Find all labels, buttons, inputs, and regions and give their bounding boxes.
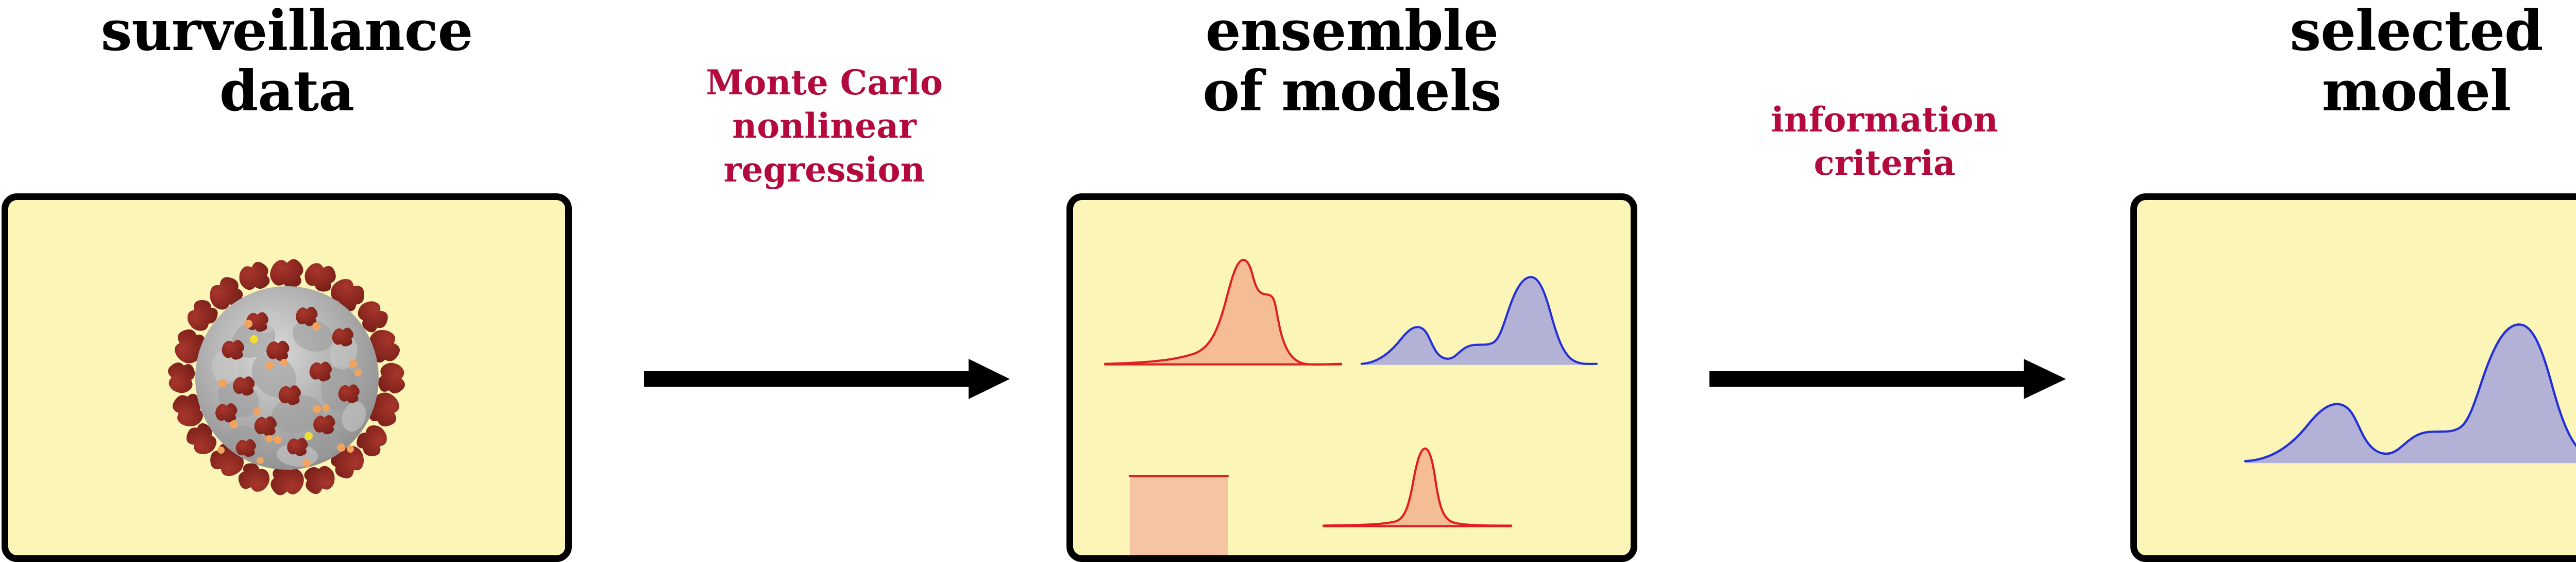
panel-box-surveillance-data	[2, 193, 572, 562]
ensemble-dist-4	[1322, 448, 1513, 527]
selected-model-dist	[2244, 323, 2576, 464]
panel-title-ensemble-of-models: ensemble of models	[1202, 0, 1501, 124]
arrow-information-criteria: information criteria	[1679, 0, 2091, 558]
panel-box-ensemble-of-models	[1066, 193, 1637, 562]
arrow-right-icon	[1679, 356, 2091, 402]
arrow-monte-carlo: Monte Carlo nonlinear regression	[613, 0, 1036, 558]
panel-ensemble-of-models: ensemble of models	[1066, 0, 1637, 562]
ensemble-dist-3	[1128, 475, 1229, 555]
ensemble-dist-1	[1104, 258, 1343, 366]
panel-title-selected-model: selected model	[2290, 0, 2543, 124]
arrow-label-monte-carlo: Monte Carlo nonlinear regression	[706, 62, 943, 190]
panel-surveillance-data: surveillance data	[2, 0, 572, 562]
arrow-label-information-criteria: information criteria	[1771, 100, 1998, 184]
panel-box-selected-model	[2130, 193, 2576, 562]
panel-title-surveillance-data: surveillance data	[100, 0, 473, 124]
panel-selected-model: selected model	[2130, 0, 2576, 562]
selected-model-distribution	[2137, 200, 2576, 555]
ensemble-dist-2	[1360, 276, 1598, 365]
distribution-grid	[1073, 200, 1631, 555]
arrow-right-icon	[613, 356, 1036, 402]
coronavirus-icon	[8, 200, 565, 555]
